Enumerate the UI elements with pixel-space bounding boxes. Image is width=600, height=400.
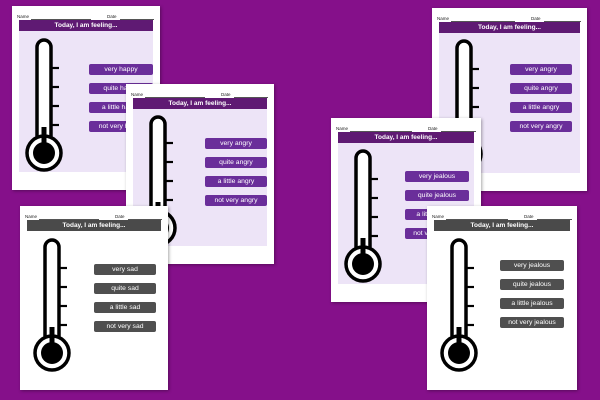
name-date-row: Name Date (17, 14, 155, 20)
feeling-label-1: very angry (510, 64, 572, 75)
name-label: Name (25, 214, 38, 219)
banner-title: Today, I am feeling... (27, 220, 161, 231)
feeling-label-1: very sad (94, 264, 156, 275)
banner-title: Today, I am feeling... (439, 22, 580, 33)
name-label: Name (131, 92, 144, 97)
feeling-label-3: a little angry (205, 176, 267, 187)
feeling-label-4: not very jealous (500, 317, 564, 328)
name-label: Name (336, 126, 349, 131)
name-date-row: Name Date (25, 214, 163, 220)
name-label: Name (17, 14, 30, 19)
feeling-label-3: a little jealous (500, 298, 564, 309)
worksheet-angry-b: Name Date Today, I am feeling... very an… (432, 8, 587, 191)
feeling-label-2: quite jealous (405, 190, 469, 201)
feeling-label-2: quite sad (94, 283, 156, 294)
feeling-label-2: quite angry (510, 83, 572, 94)
name-date-row: Name Date (432, 214, 572, 220)
feeling-label-1: very angry (205, 138, 267, 149)
feeling-label-3: a little happy (89, 102, 153, 113)
name-date-row: Name Date (437, 16, 582, 22)
thermometer-icon (344, 149, 382, 283)
feeling-label-1: very jealous (405, 171, 469, 182)
feeling-label-2: quite happy (89, 83, 153, 94)
banner-title: Today, I am feeling... (338, 132, 474, 143)
date-label: Date (115, 214, 125, 219)
banner-title: Today, I am feeling... (133, 98, 267, 109)
feeling-label-2: quite jealous (500, 279, 564, 290)
date-label: Date (221, 92, 231, 97)
feeling-label-4: not very sad (94, 321, 156, 332)
feeling-label-1: very happy (89, 64, 153, 75)
feeling-label-4: not very angry (205, 195, 267, 206)
feeling-label-1: very jealous (500, 260, 564, 271)
date-label: Date (531, 16, 541, 21)
thermometer-icon (33, 238, 71, 372)
name-label: Name (437, 16, 450, 21)
feeling-label-2: quite angry (205, 157, 267, 168)
feeling-label-4: not very happy (89, 121, 153, 132)
date-label: Date (428, 126, 438, 131)
date-label: Date (524, 214, 534, 219)
feeling-label-3: a little sad (94, 302, 156, 313)
worksheet-jealous-b: Name Date Today, I am feeling... very je… (427, 206, 577, 390)
name-label: Name (432, 214, 445, 219)
date-label: Date (107, 14, 117, 19)
banner-title: Today, I am feeling... (19, 20, 153, 31)
thermometer-icon (25, 38, 63, 172)
banner-title: Today, I am feeling... (434, 220, 570, 231)
name-date-row: Name Date (131, 92, 269, 98)
feeling-label-4: not very angry (510, 121, 572, 132)
thermometer-icon (440, 238, 478, 372)
name-date-row: Name Date (336, 126, 476, 132)
feeling-label-3: a little angry (510, 102, 572, 113)
worksheet-sad: Name Date Today, I am feeling... very sa… (20, 206, 168, 390)
